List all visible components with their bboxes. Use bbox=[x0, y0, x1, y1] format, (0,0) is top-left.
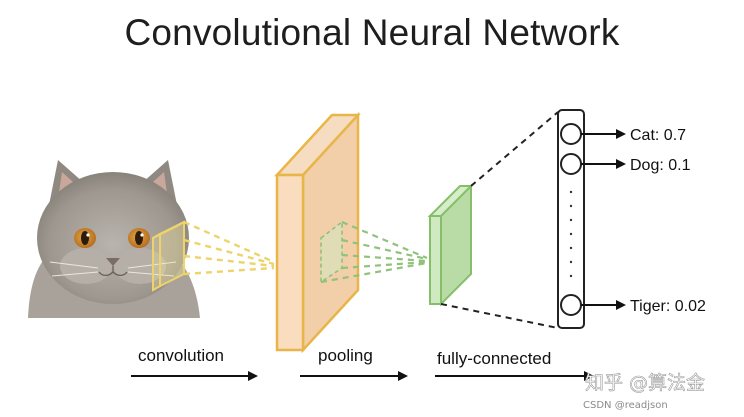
output-label-tiger: Tiger: 0.02 bbox=[630, 298, 706, 315]
diagram-title: Convolutional Neural Network bbox=[124, 12, 620, 53]
fully-connected-layer bbox=[557, 109, 585, 329]
output-label-dog: Dog: 0.1 bbox=[630, 157, 691, 174]
watermark-sub: CSDN @readjson bbox=[583, 400, 668, 411]
output-label-cat: Cat: 0.7 bbox=[630, 127, 686, 144]
pool-projection-lines bbox=[320, 220, 428, 284]
fc-projection-lines bbox=[440, 111, 559, 329]
output-arrows bbox=[581, 129, 626, 310]
stage-label-convolution: convolution bbox=[138, 346, 224, 365]
watermark-main: 知乎 @算法金 bbox=[585, 372, 705, 394]
stage-label-pooling: pooling bbox=[318, 346, 373, 365]
output-node-dog bbox=[560, 153, 582, 175]
conv-projection-lines bbox=[183, 220, 275, 276]
convolution-layer bbox=[274, 111, 361, 354]
ellipsis-dots bbox=[569, 190, 573, 278]
output-node-tiger bbox=[560, 294, 582, 316]
conv-kernel bbox=[152, 220, 185, 292]
pooling-layer bbox=[427, 183, 474, 307]
stage-label-fully-connected: fully-connected bbox=[437, 349, 551, 368]
output-node-cat bbox=[560, 123, 582, 145]
